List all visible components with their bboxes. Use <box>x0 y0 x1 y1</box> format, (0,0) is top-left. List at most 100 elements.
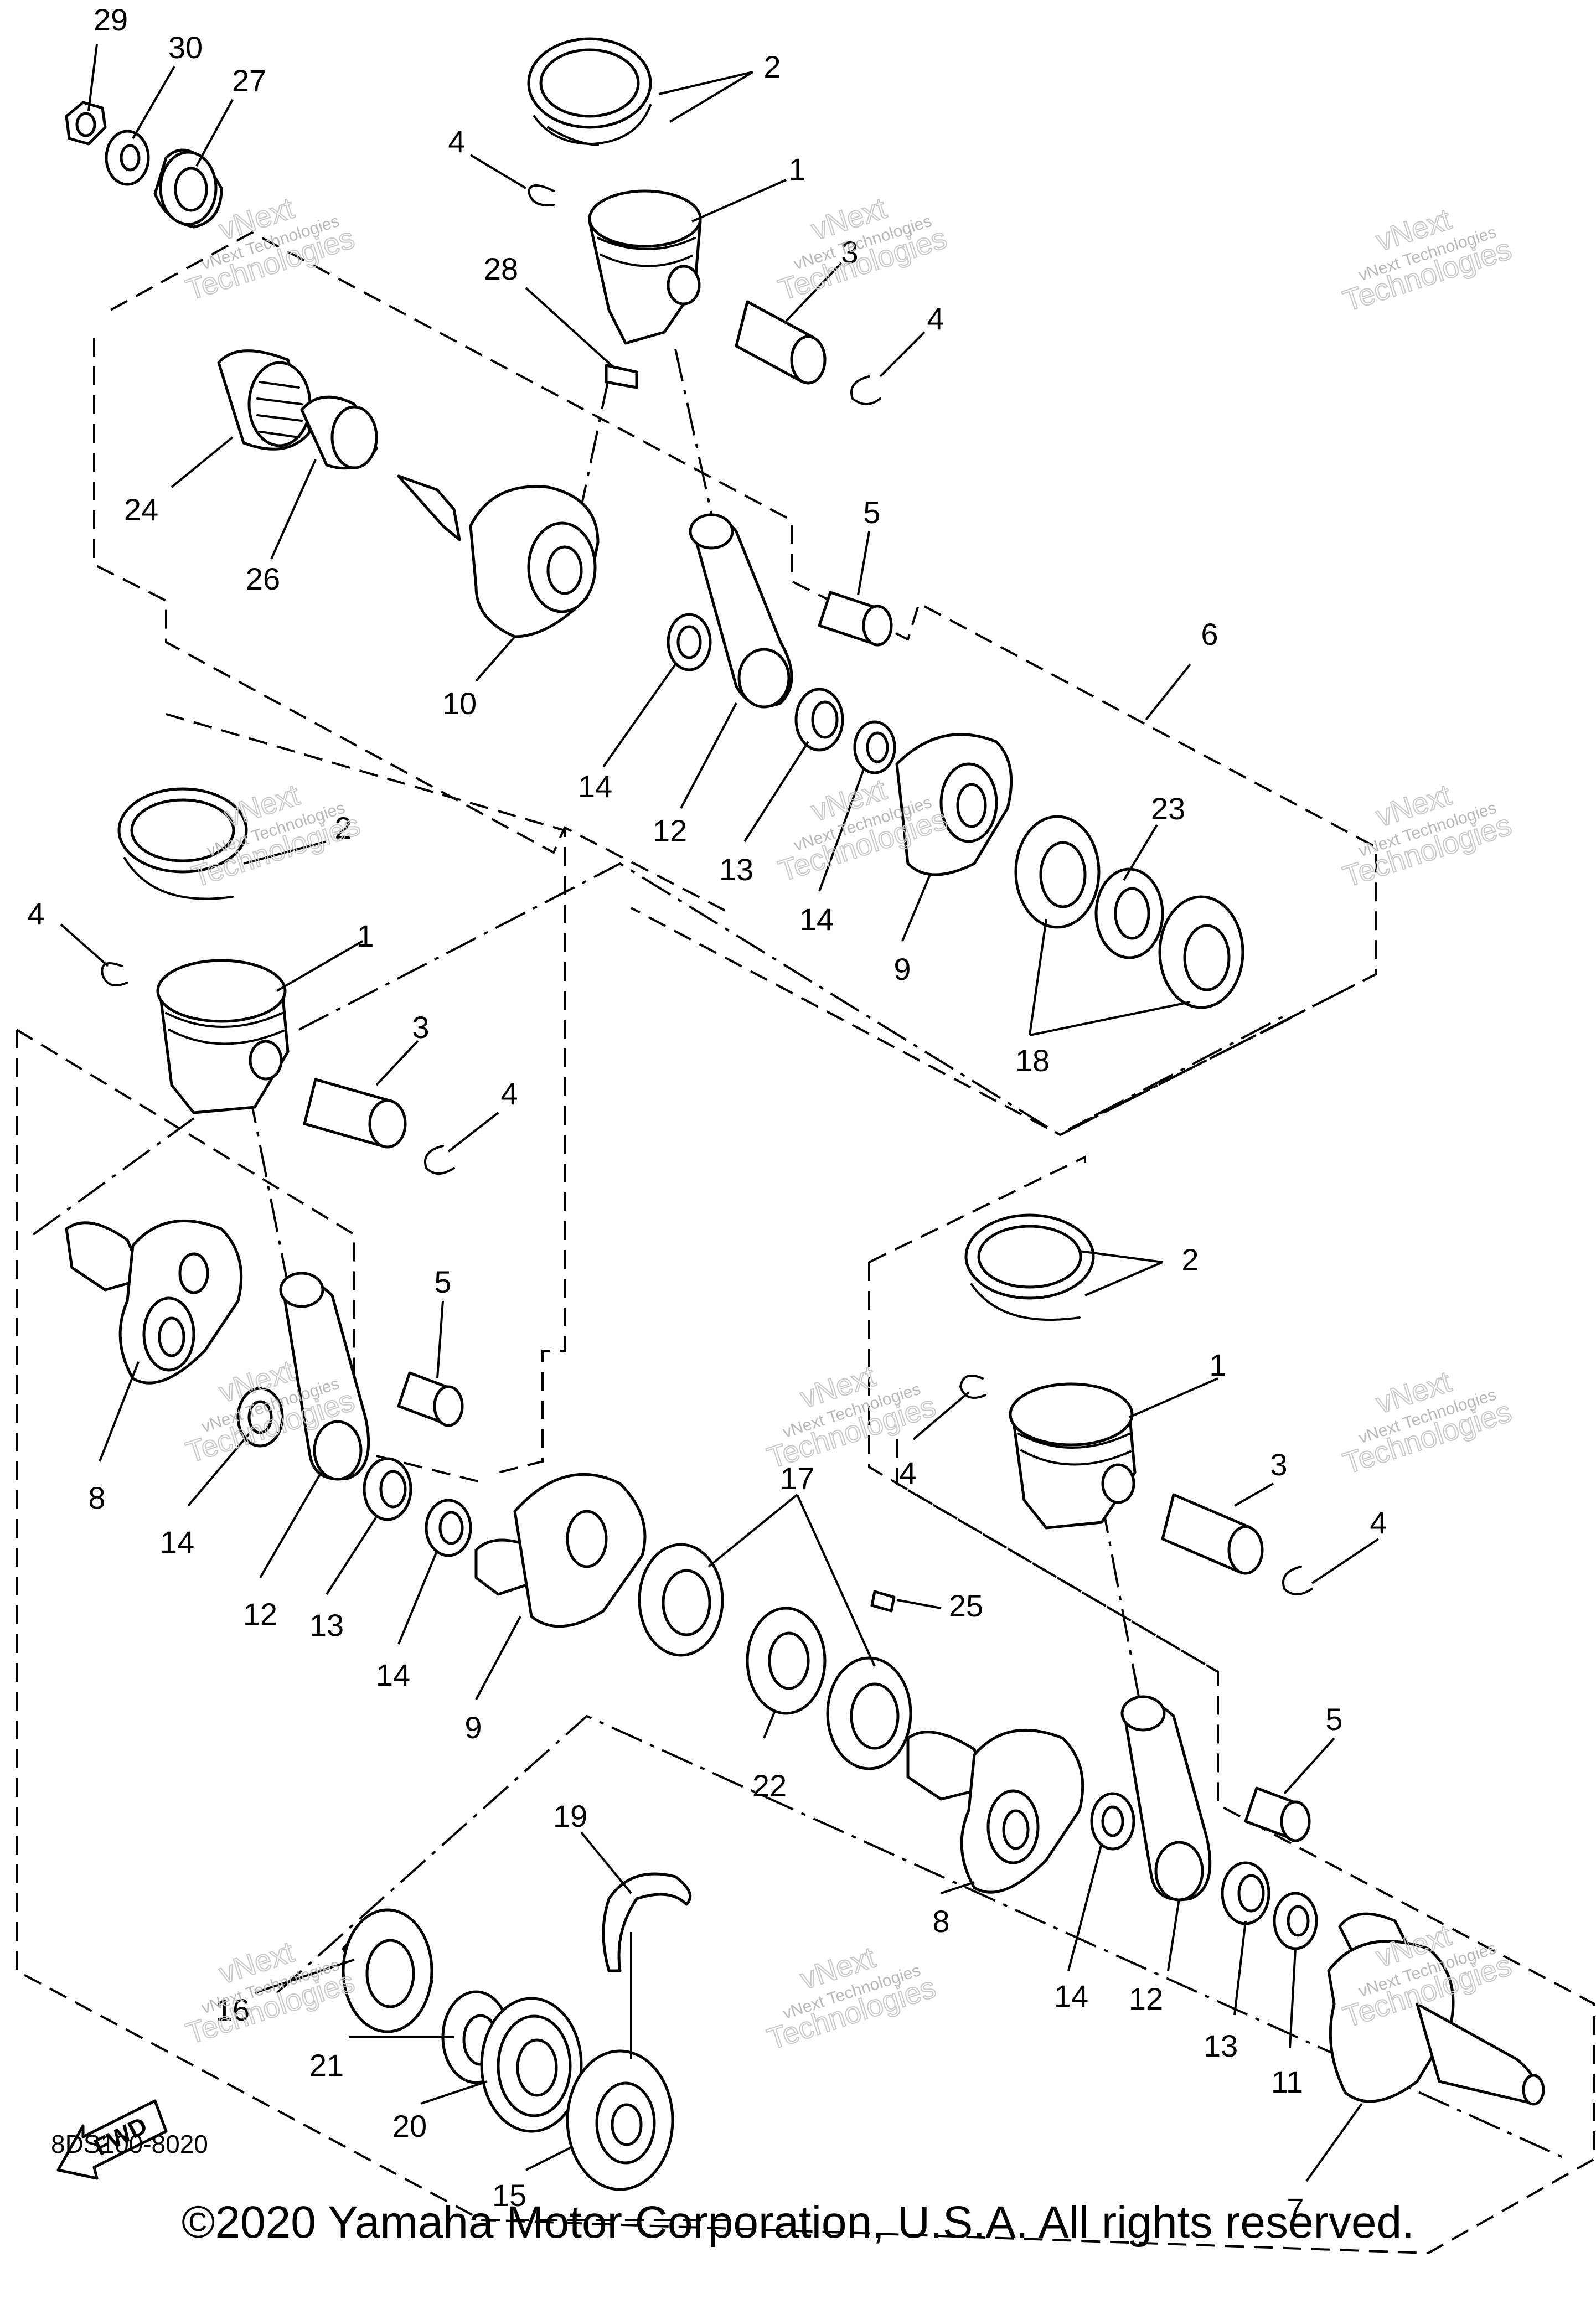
bearing-part-13-mid <box>363 1457 412 1521</box>
callout-5-right: 5 <box>1325 1702 1342 1737</box>
callout-14-right: 14 <box>1054 1979 1088 2013</box>
callout-4-mid-left: 4 <box>27 896 44 931</box>
middle-left-assembly <box>65 787 912 1770</box>
watermark-10: vNext vNext Technologies Technologies <box>182 1935 359 2051</box>
callout-2-right: 2 <box>1181 1242 1199 1277</box>
callout-13-right: 13 <box>1204 2028 1238 2063</box>
bearing-part-18-a <box>1014 815 1101 929</box>
piston-rings-part-2-top <box>527 37 652 146</box>
callout-26: 26 <box>246 561 280 596</box>
callout-27: 27 <box>232 63 266 98</box>
bearing-part-17-b <box>826 1656 912 1770</box>
callout-numbers: 29 30 27 2 4 1 3 4 28 5 6 24 26 10 14 12… <box>27 2 1387 2227</box>
callout-4-right-right: 4 <box>1370 1505 1387 1540</box>
callout-4-top-right: 4 <box>927 301 944 336</box>
bearing-part-24 <box>217 349 312 451</box>
washer-part-14-top-2 <box>853 720 896 774</box>
callout-2-mid: 2 <box>334 810 352 845</box>
callout-14-mid-2: 14 <box>376 1657 410 1692</box>
crank-part-9-mid <box>474 1473 647 1628</box>
piston-pin-part-3-top <box>735 300 827 385</box>
bearing-part-17-a <box>638 1543 724 1657</box>
callout-5-mid: 5 <box>434 1264 451 1299</box>
callout-5-top: 5 <box>863 495 880 530</box>
callout-3-right: 3 <box>1270 1447 1287 1482</box>
callout-12-top: 12 <box>653 813 687 848</box>
split-line-8 <box>1101 1500 1142 1706</box>
callout-13-top: 13 <box>719 852 753 887</box>
pin-part-25 <box>870 1590 896 1613</box>
nut-part-29 <box>65 101 107 146</box>
callout-1-top: 1 <box>788 152 805 187</box>
piston-rings-part-2-right <box>964 1213 1095 1321</box>
callout-8-mid: 8 <box>88 1480 105 1515</box>
callout-2-top: 2 <box>763 49 781 84</box>
callout-4-mid-right: 4 <box>500 1076 518 1111</box>
cage-part-23 <box>1094 867 1164 959</box>
watermark-11: vNext vNext Technologies Technologies <box>763 1940 940 2057</box>
piston-pin-part-3-right <box>1161 1493 1264 1575</box>
boundary-left-inner <box>16 1029 488 1485</box>
washer-part-14-top <box>667 613 712 671</box>
oil-seal-part-27 <box>153 148 223 229</box>
split-line-2 <box>32 1117 195 1236</box>
crank-part-7 <box>1327 1912 1545 2106</box>
callout-21: 21 <box>309 2048 344 2083</box>
boundary-top-left <box>93 338 731 915</box>
bearing-part-18-b <box>1158 895 1244 1009</box>
piston-part-1-mid <box>156 959 290 1114</box>
clip-part-4-top-left <box>527 184 555 206</box>
callout-29: 29 <box>94 2 128 37</box>
callout-4-top-left: 4 <box>448 124 465 159</box>
watermark-6: vNext vNext Technologies Technologies <box>1339 778 1516 894</box>
lower-right-assembly <box>906 1213 1545 2106</box>
callout-22: 22 <box>752 1768 787 1803</box>
bearing-part-13-top <box>794 688 844 752</box>
piston-part-1-right <box>1009 1382 1137 1530</box>
callout-12-mid: 12 <box>243 1597 277 1631</box>
callout-16: 16 <box>215 1992 250 2027</box>
connecting-rod-part-12-top <box>689 513 793 709</box>
callout-24: 24 <box>124 492 158 527</box>
bearing-part-5-mid <box>397 1371 464 1427</box>
split-line-6 <box>674 348 715 526</box>
callout-14-mid: 14 <box>160 1525 194 1559</box>
leader-lines <box>60 44 1380 2182</box>
callout-1-right: 1 <box>1209 1347 1226 1382</box>
bearing-part-5-right <box>1244 1786 1311 1842</box>
washer-part-14-right <box>1090 1792 1135 1851</box>
clip-part-4-mid-right <box>424 1145 455 1175</box>
watermark-2: vNext vNext Technologies Technologies <box>774 191 951 307</box>
callout-12-right: 12 <box>1129 1981 1163 2016</box>
split-line-4 <box>1068 1012 1290 1130</box>
callout-30: 30 <box>168 30 203 65</box>
bearing-part-5-top <box>818 591 893 647</box>
washer-part-11 <box>1273 1892 1318 1950</box>
oil-seal-part-20 <box>480 1997 583 2133</box>
callout-15: 15 <box>492 2178 526 2213</box>
callout-14-top-2: 14 <box>799 902 834 937</box>
callout-3-top: 3 <box>841 235 858 270</box>
copyright-notice: ©2020 Yamaha Motor Corporation, U.S.A. A… <box>182 2197 1414 2248</box>
piston-rings-part-2-mid <box>117 787 248 900</box>
assembly-boundaries <box>16 231 1595 2255</box>
clip-part-4-top-right <box>850 375 881 405</box>
crank-part-8-right <box>906 1728 1084 1894</box>
callout-28: 28 <box>484 251 518 286</box>
callout-9-top: 9 <box>893 952 911 986</box>
callout-14-top: 14 <box>578 769 612 804</box>
callout-19: 19 <box>553 1799 587 1833</box>
boundary-right <box>481 1262 1595 2255</box>
split-line-3 <box>276 1714 1567 2160</box>
callout-3-mid: 3 <box>412 1010 429 1045</box>
boundary-right-top <box>869 1155 1086 1263</box>
crank-part-9-top <box>895 733 1013 876</box>
callout-9-mid: 9 <box>464 1710 482 1745</box>
callout-18: 18 <box>1015 1043 1050 1078</box>
spacer-part-22 <box>746 1607 827 1715</box>
piston-part-1-top <box>588 189 702 345</box>
callout-13-mid: 13 <box>309 1608 344 1642</box>
callout-20: 20 <box>392 2109 427 2143</box>
callout-25: 25 <box>949 1588 983 1623</box>
